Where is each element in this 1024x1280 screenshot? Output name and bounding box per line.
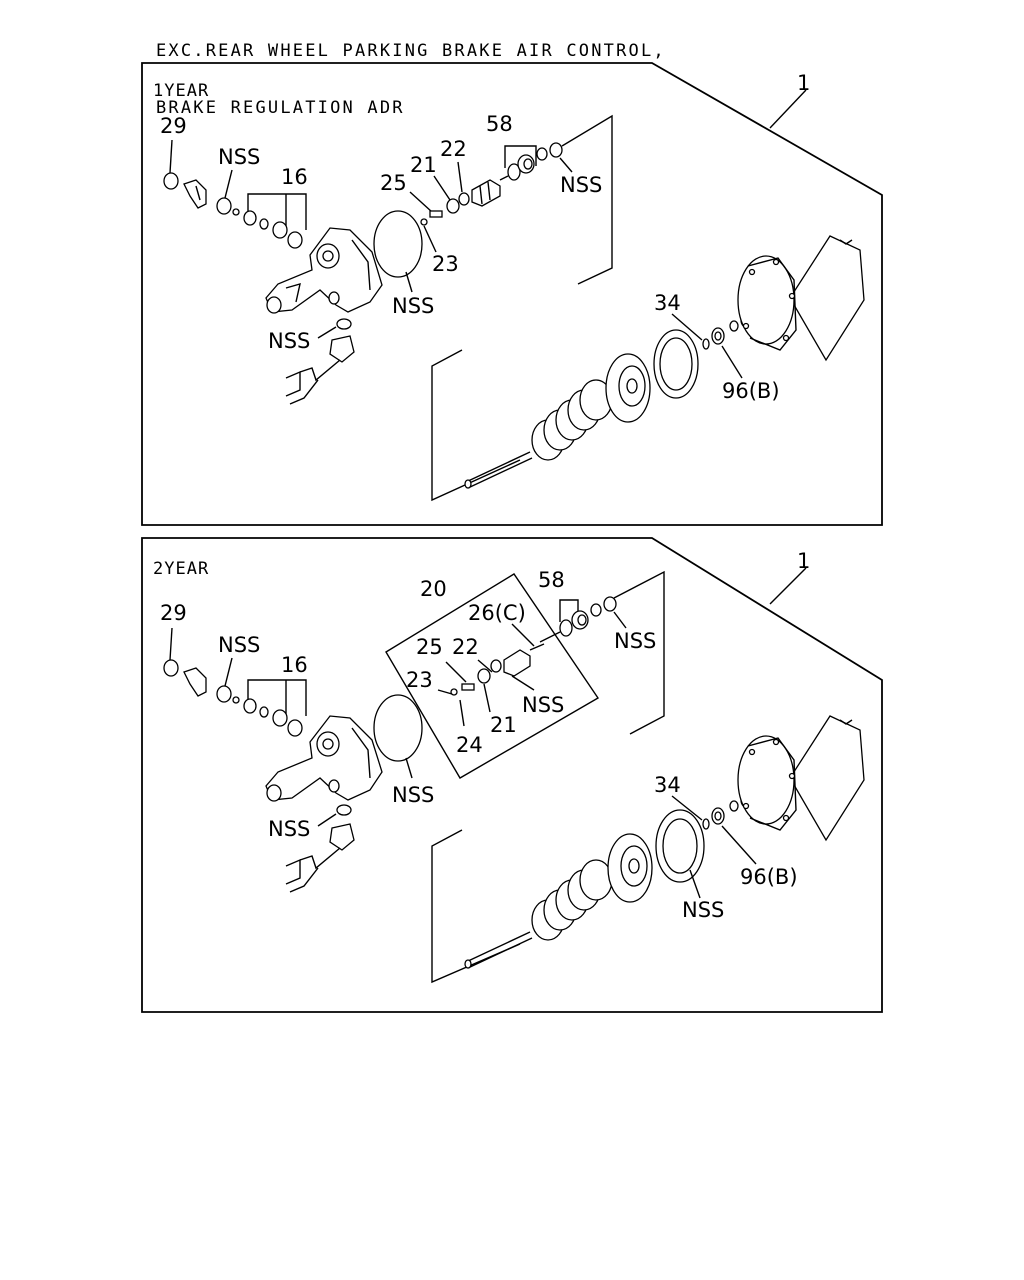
pushrod bbox=[464, 451, 533, 489]
callout-nss-diaphragm: NSS bbox=[392, 294, 434, 318]
valve-body bbox=[265, 227, 383, 314]
panel-tag: 1YEAR bbox=[153, 81, 209, 101]
chamber-housing bbox=[737, 235, 865, 362]
spring bbox=[531, 379, 613, 461]
callout-25: 25 bbox=[416, 635, 443, 659]
diaphragm bbox=[373, 210, 423, 278]
callout-nss-seal: NSS bbox=[614, 629, 656, 653]
callout-34: 34 bbox=[654, 773, 681, 797]
callout-nss-washer: NSS bbox=[268, 329, 310, 353]
panel-frame bbox=[141, 537, 883, 1013]
o-ring bbox=[216, 685, 232, 703]
diaphragm bbox=[373, 694, 423, 762]
callout-22: 22 bbox=[440, 137, 467, 161]
inlet-fitting bbox=[329, 335, 355, 363]
panel-2year: 2YEAR 1 29 NSS 16 NSS 20 25 bbox=[141, 537, 883, 1013]
piston-plate bbox=[605, 353, 651, 423]
callout-nss-piston: NSS bbox=[522, 693, 564, 717]
callout-58: 58 bbox=[538, 568, 565, 592]
callout-16: 16 bbox=[281, 165, 308, 189]
elbow-fitting bbox=[183, 179, 207, 209]
chamber-housing bbox=[737, 715, 865, 842]
callout-96b: 96(B) bbox=[722, 379, 780, 403]
o-ring bbox=[216, 197, 232, 215]
seal-ring bbox=[653, 329, 699, 399]
callout-21: 21 bbox=[410, 153, 437, 177]
callout-96b: 96(B) bbox=[740, 865, 798, 889]
valve-body bbox=[265, 715, 383, 802]
kit-20-frame bbox=[385, 573, 600, 779]
pin bbox=[429, 210, 443, 218]
piston bbox=[503, 649, 531, 677]
callout-23: 23 bbox=[432, 252, 459, 276]
callout-21: 21 bbox=[490, 713, 517, 737]
pushrod bbox=[464, 931, 533, 969]
title-line-1: EXC.REAR WHEEL PARKING BRAKE AIR CONTROL… bbox=[156, 41, 666, 61]
callout-23: 23 bbox=[406, 668, 433, 692]
callout-29: 29 bbox=[160, 601, 187, 625]
callout-58: 58 bbox=[486, 112, 513, 136]
seal-ring bbox=[655, 809, 705, 883]
callout-16: 16 bbox=[281, 653, 308, 677]
callout-nss-seal: NSS bbox=[560, 173, 602, 197]
callout-24: 24 bbox=[456, 733, 483, 757]
callout-nss-seal-ring: NSS bbox=[682, 898, 724, 922]
callout-nss-washer: NSS bbox=[268, 817, 310, 841]
snap-ring bbox=[163, 659, 179, 677]
callout-1: 1 bbox=[797, 549, 810, 573]
panel-frame bbox=[141, 62, 883, 526]
panel-1year: 1YEAR 1 29 NSS 16 bbox=[141, 62, 883, 526]
callout-nss-diaphragm: NSS bbox=[392, 783, 434, 807]
callout-22: 22 bbox=[452, 635, 479, 659]
snap-ring bbox=[163, 172, 179, 190]
callout-26c: 26(C) bbox=[468, 601, 526, 625]
callout-34: 34 bbox=[654, 291, 681, 315]
callout-25: 25 bbox=[380, 171, 407, 195]
panel-tag: 2YEAR bbox=[153, 559, 209, 579]
callout-nss-oring: NSS bbox=[218, 145, 260, 169]
callout-nss-oring: NSS bbox=[218, 633, 260, 657]
callout-20: 20 bbox=[420, 577, 447, 601]
title-line-2: BRAKE REGULATION ADR bbox=[156, 98, 405, 118]
callout-1: 1 bbox=[797, 71, 810, 95]
piston-plate bbox=[607, 833, 653, 903]
spring bbox=[531, 859, 613, 941]
elbow-fitting bbox=[183, 667, 207, 697]
inlet-fitting bbox=[329, 823, 355, 851]
callout-29: 29 bbox=[160, 114, 187, 138]
page-title: EXC.REAR WHEEL PARKING BRAKE AIR CONTROL… bbox=[156, 4, 666, 137]
piston bbox=[471, 179, 501, 207]
